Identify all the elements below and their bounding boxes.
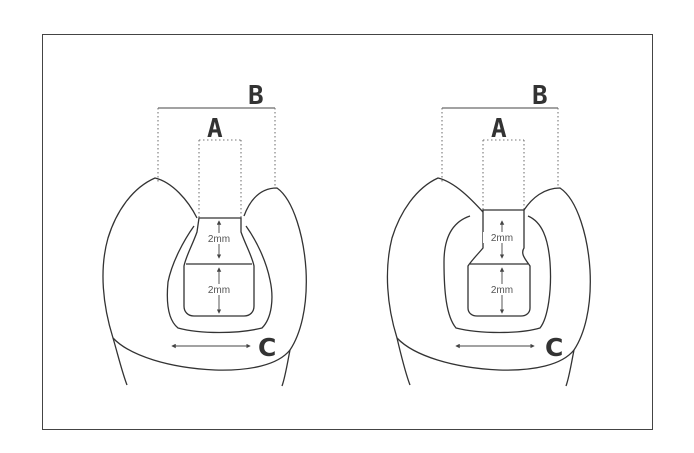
dimension-label-lower: 2mm: [491, 285, 513, 296]
dimension-label-upper: 2mm: [491, 233, 513, 244]
label-a: A: [207, 114, 223, 144]
cavity-preparation: [183, 217, 255, 317]
pulp-chamber-outline: [443, 215, 552, 334]
dimension-label-bg-upper: [483, 232, 521, 243]
label-a: A: [491, 114, 507, 144]
tooth-outline: [102, 177, 307, 387]
right-tooth-figure: B A 2mm 2mm C: [386, 81, 591, 387]
tooth-outline: [386, 177, 591, 387]
dimension-label-bg-lower: [483, 284, 521, 295]
cervical-line: [112, 337, 291, 371]
cavity-preparation: [467, 209, 531, 317]
label-b: B: [248, 81, 264, 111]
left-tooth-figure: B A 2mm 2mm C: [102, 81, 307, 387]
label-c: C: [545, 333, 563, 362]
dimension-label-bg-upper: [200, 233, 238, 244]
dimension-label-lower: 2mm: [208, 285, 230, 296]
cervical-line: [396, 337, 575, 371]
label-b: B: [532, 81, 548, 111]
pulp-chamber-outline: [166, 225, 273, 334]
dimension-label-upper: 2mm: [208, 234, 230, 245]
label-c: C: [258, 333, 276, 362]
dimension-label-bg-lower: [200, 284, 238, 295]
